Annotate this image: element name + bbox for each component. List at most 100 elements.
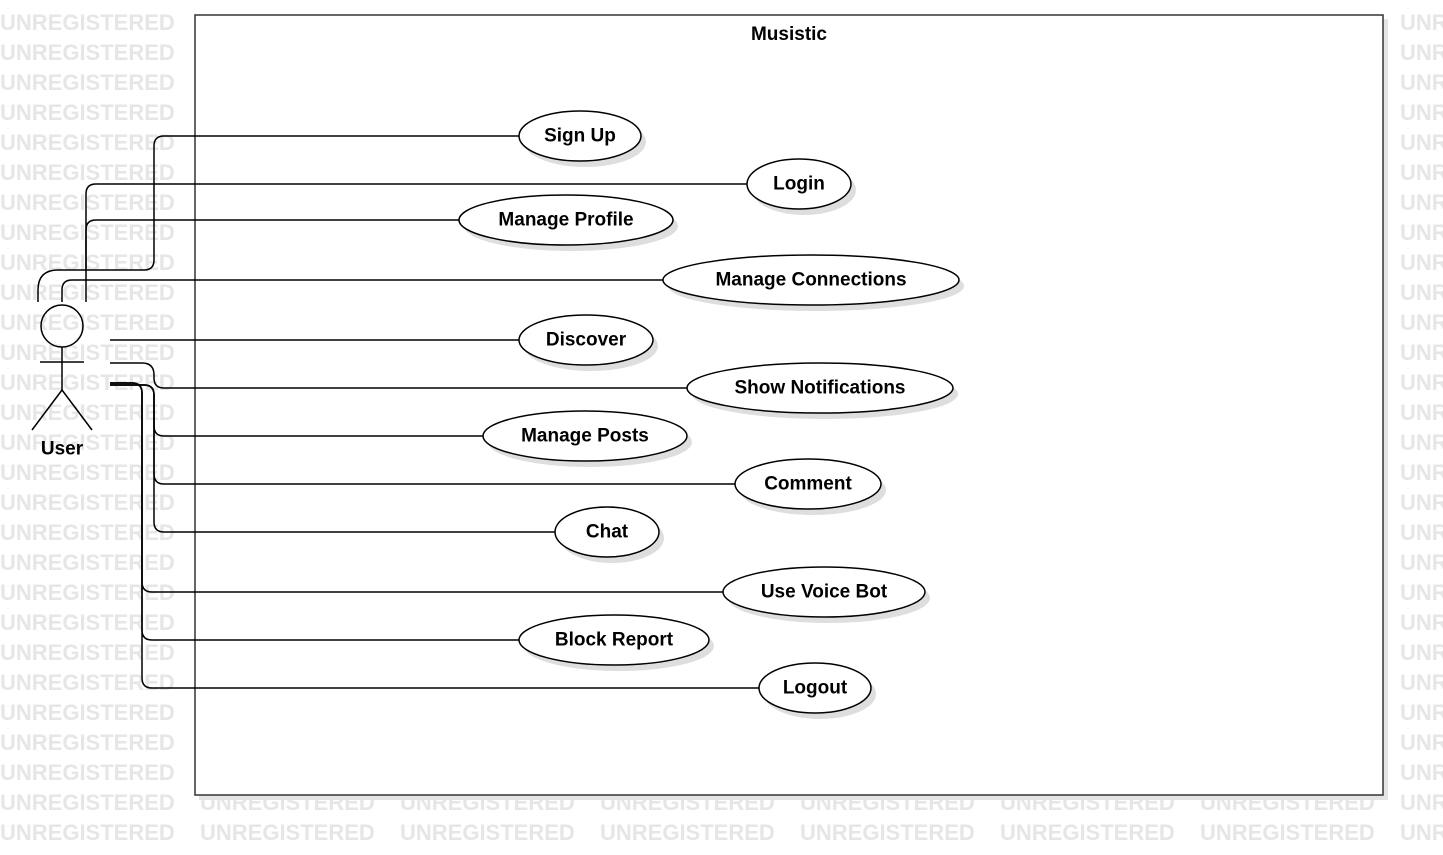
watermark-text: UNREGISTERED xyxy=(600,820,775,845)
watermark-text: UNREGISTERED xyxy=(0,340,175,365)
watermark-text: UNREGISTERED xyxy=(1400,700,1443,725)
use-case-manage-profile[interactable]: Manage Profile xyxy=(458,194,678,251)
watermark-text: UNREGISTERED xyxy=(1400,580,1443,605)
use-case-label: Block Report xyxy=(555,630,674,651)
use-case-ellipse xyxy=(518,314,654,366)
use-case-show-notifications[interactable]: Show Notifications xyxy=(686,362,958,419)
watermark-text: UNREGISTERED xyxy=(0,160,175,185)
watermark-text: UNREGISTERED xyxy=(1200,820,1375,845)
watermark-text: UNREGISTERED xyxy=(0,700,175,725)
watermark-text: UNREGISTERED xyxy=(1400,340,1443,365)
use-case-ellipse xyxy=(458,194,674,246)
watermark-text: UNREGISTERED xyxy=(1400,310,1443,335)
watermark-text: UNREGISTERED xyxy=(1400,490,1443,515)
watermark-text: UNREGISTERED xyxy=(1400,760,1443,785)
watermark-text: UNREGISTERED xyxy=(0,250,175,275)
watermark-text: UNREGISTERED xyxy=(0,100,175,125)
association-line-manage-connections xyxy=(61,279,663,302)
use-case-label: Discover xyxy=(546,330,627,351)
watermark-text: UNREGISTERED xyxy=(0,580,175,605)
watermark-text: UNREGISTERED xyxy=(200,820,375,845)
watermark-text: UNREGISTERED xyxy=(0,790,175,815)
use-case-ellipse xyxy=(482,410,688,462)
actor-user[interactable]: User xyxy=(31,304,93,460)
watermark-text: UNREGISTERED xyxy=(0,760,175,785)
use-case-discover[interactable]: Discover xyxy=(518,314,658,371)
use-case-block-report[interactable]: Block Report xyxy=(518,614,714,671)
watermark-text: UNREGISTERED xyxy=(1400,100,1443,125)
watermark-text: UNREGISTERED xyxy=(1400,280,1443,305)
watermark-text: UNREGISTERED xyxy=(0,520,175,545)
watermark-text: UNREGISTERED xyxy=(0,610,175,635)
watermark-text: UNREGISTERED xyxy=(0,820,175,845)
association-line-chat xyxy=(110,384,555,533)
watermark-text: UNREGISTERED xyxy=(1400,550,1443,575)
watermark-text: UNREGISTERED xyxy=(1400,400,1443,425)
use-case-sign-up[interactable]: Sign Up xyxy=(518,110,646,167)
watermark-text: UNREGISTERED xyxy=(0,730,175,755)
use-case-ellipse xyxy=(758,662,872,714)
watermark-text: UNREGISTERED xyxy=(1400,40,1443,65)
watermark-text: UNREGISTERED xyxy=(0,400,175,425)
watermark-text: UNREGISTERED xyxy=(1400,640,1443,665)
watermark-text: UNREGISTERED xyxy=(1400,130,1443,155)
watermark-text: UNREGISTERED xyxy=(0,370,175,395)
watermark-text: UNREGISTERED xyxy=(0,550,175,575)
use-case-login[interactable]: Login xyxy=(746,158,856,215)
watermark-text: UNREGISTERED xyxy=(0,670,175,695)
watermark-text: UNREGISTERED xyxy=(0,70,175,95)
actor-name: User xyxy=(41,439,84,460)
watermark-text: UNREGISTERED xyxy=(0,310,175,335)
use-case-manage-connections[interactable]: Manage Connections xyxy=(662,254,964,311)
watermark-text: UNREGISTERED xyxy=(0,130,175,155)
watermark-text: UNREGISTERED xyxy=(1400,160,1443,185)
use-case-ellipse xyxy=(518,614,710,666)
watermark-text: UNREGISTERED xyxy=(1400,190,1443,215)
watermark-text: UNREGISTERED xyxy=(0,280,175,305)
use-case-comment[interactable]: Comment xyxy=(734,458,886,515)
watermark-text: UNREGISTERED xyxy=(1400,610,1443,635)
watermark-text: UNREGISTERED xyxy=(800,820,975,845)
watermark-text: UNREGISTERED xyxy=(1400,790,1443,815)
watermark-text: UNREGISTERED xyxy=(1400,670,1443,695)
use-case-label: Show Notifications xyxy=(735,378,906,399)
use-case-ellipse xyxy=(686,362,954,414)
watermark-text: UNREGISTERED xyxy=(0,490,175,515)
association-line-sign-up xyxy=(37,135,519,302)
use-case-use-voice-bot[interactable]: Use Voice Bot xyxy=(722,566,930,623)
use-case-chat[interactable]: Chat xyxy=(554,506,664,563)
watermark-text: UNREGISTERED xyxy=(0,190,175,215)
watermark-text: UNREGISTERED xyxy=(1400,370,1443,395)
watermark-text: UNREGISTERED xyxy=(1400,730,1443,755)
watermark-text: UNREGISTERED xyxy=(0,430,175,455)
watermark-text: UNREGISTERED xyxy=(1000,820,1175,845)
use-case-label: Comment xyxy=(764,474,852,495)
watermark-text: UNREGISTERED xyxy=(1400,520,1443,545)
use-case-label: Sign Up xyxy=(544,126,616,147)
watermark-left-column: UNREGISTERED UNREGISTERED UNREGISTERED UNRE… xyxy=(0,10,175,785)
association-line-show-notifications xyxy=(110,362,687,389)
system-title: Musistic xyxy=(751,24,827,45)
association-lines xyxy=(37,135,759,689)
use-case-ellipse xyxy=(722,566,926,618)
use-case-manage-posts[interactable]: Manage Posts xyxy=(482,410,692,467)
use-case-label: Manage Profile xyxy=(498,210,633,231)
watermark-text: UNREGISTERED xyxy=(1400,430,1443,455)
use-case-logout[interactable]: Logout xyxy=(758,662,876,719)
watermark-text: UNREGISTERED xyxy=(0,40,175,65)
use-case-ellipse xyxy=(518,110,642,162)
use-case-label: Logout xyxy=(783,678,848,699)
use-case-label: Chat xyxy=(586,522,629,543)
watermark-right-column: UNREGISTERED UNREGISTERED UNREGISTERED UNRE… xyxy=(1400,10,1443,785)
watermark-text: UNREGISTERED xyxy=(400,820,575,845)
watermark-text: UNREGISTERED xyxy=(0,640,175,665)
watermark-text: UNREGISTERED xyxy=(1400,460,1443,485)
watermark-text: UNREGISTERED xyxy=(1400,250,1443,275)
watermark-text: UNREGISTERED xyxy=(1400,820,1443,845)
watermark-text: UNREGISTERED xyxy=(0,460,175,485)
use-case-label: Login xyxy=(773,174,825,195)
use-case-label: Use Voice Bot xyxy=(761,582,888,603)
association-line-manage-profile xyxy=(85,219,459,270)
